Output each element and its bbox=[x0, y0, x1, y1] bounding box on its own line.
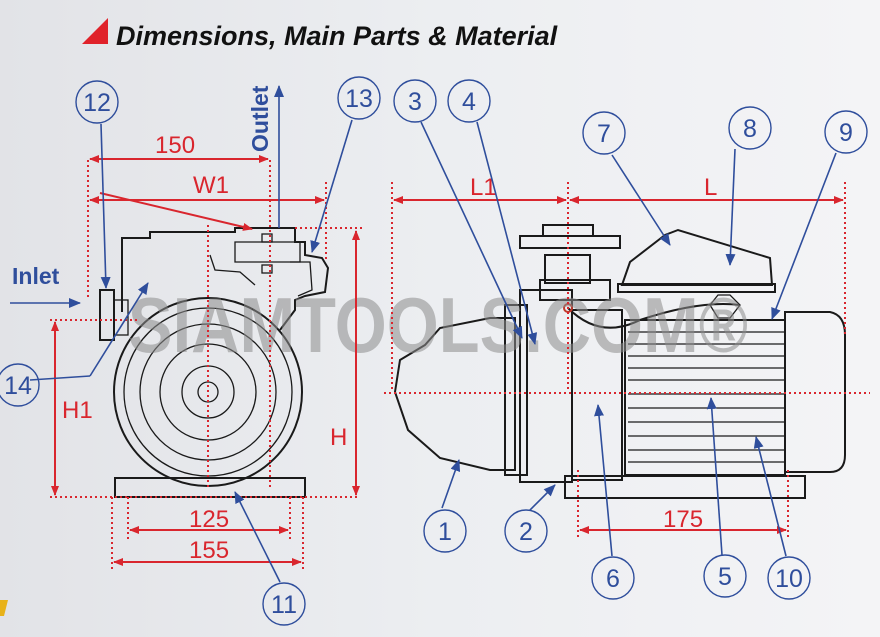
dim-pointer bbox=[99, 192, 253, 231]
svg-text:3: 3 bbox=[408, 88, 422, 116]
callout-10: 10 bbox=[767, 556, 811, 600]
dim-label-155: 155 bbox=[189, 537, 229, 564]
svg-text:4: 4 bbox=[462, 88, 476, 116]
callout-13: 13 bbox=[337, 76, 381, 120]
title-triangle-icon bbox=[82, 18, 108, 44]
svg-text:13: 13 bbox=[345, 85, 373, 113]
side-view-pump bbox=[393, 224, 846, 499]
callout-14: 14 bbox=[0, 363, 40, 407]
page-title: Dimensions, Main Parts & Material bbox=[116, 21, 558, 51]
dimension-guides bbox=[50, 160, 870, 570]
corner-mark-icon bbox=[0, 600, 8, 616]
dim-label-h: H bbox=[330, 424, 347, 451]
watermark: SIAMTOOLS.COM® bbox=[128, 281, 748, 369]
dim-label-h1: H1 bbox=[62, 397, 93, 424]
svg-text:7: 7 bbox=[597, 120, 611, 148]
svg-text:11: 11 bbox=[271, 591, 297, 619]
svg-text:9: 9 bbox=[839, 119, 853, 147]
callout-2: 2 bbox=[504, 509, 548, 553]
dim-label-l1: L1 bbox=[470, 174, 497, 201]
svg-text:12: 12 bbox=[83, 89, 111, 117]
callout-11: 11 bbox=[262, 582, 306, 626]
svg-text:10: 10 bbox=[775, 565, 803, 593]
dim-label-l: L bbox=[704, 174, 717, 201]
dim-label-175: 175 bbox=[663, 506, 703, 533]
callout-4: 4 bbox=[447, 79, 491, 123]
callout-leaders bbox=[29, 119, 837, 583]
svg-text:2: 2 bbox=[519, 518, 533, 546]
callout-5: 5 bbox=[703, 554, 747, 598]
dim-label-w1: W1 bbox=[193, 172, 229, 199]
svg-text:8: 8 bbox=[743, 115, 757, 143]
callout-1: 1 bbox=[423, 509, 467, 553]
outlet-label: Outlet bbox=[247, 85, 273, 152]
callout-7: 7 bbox=[582, 111, 626, 155]
dim-label-125: 125 bbox=[189, 506, 229, 533]
svg-text:14: 14 bbox=[4, 372, 32, 400]
callout-9: 9 bbox=[824, 110, 868, 154]
inlet-label: Inlet bbox=[12, 263, 60, 289]
callout-3: 3 bbox=[393, 79, 437, 123]
dim-label-150: 150 bbox=[155, 132, 195, 159]
svg-text:6: 6 bbox=[606, 565, 620, 593]
callout-12: 12 bbox=[75, 80, 119, 124]
svg-text:5: 5 bbox=[718, 563, 732, 591]
svg-text:1: 1 bbox=[438, 518, 452, 546]
callout-8: 8 bbox=[728, 106, 772, 150]
callout-6: 6 bbox=[591, 556, 635, 600]
